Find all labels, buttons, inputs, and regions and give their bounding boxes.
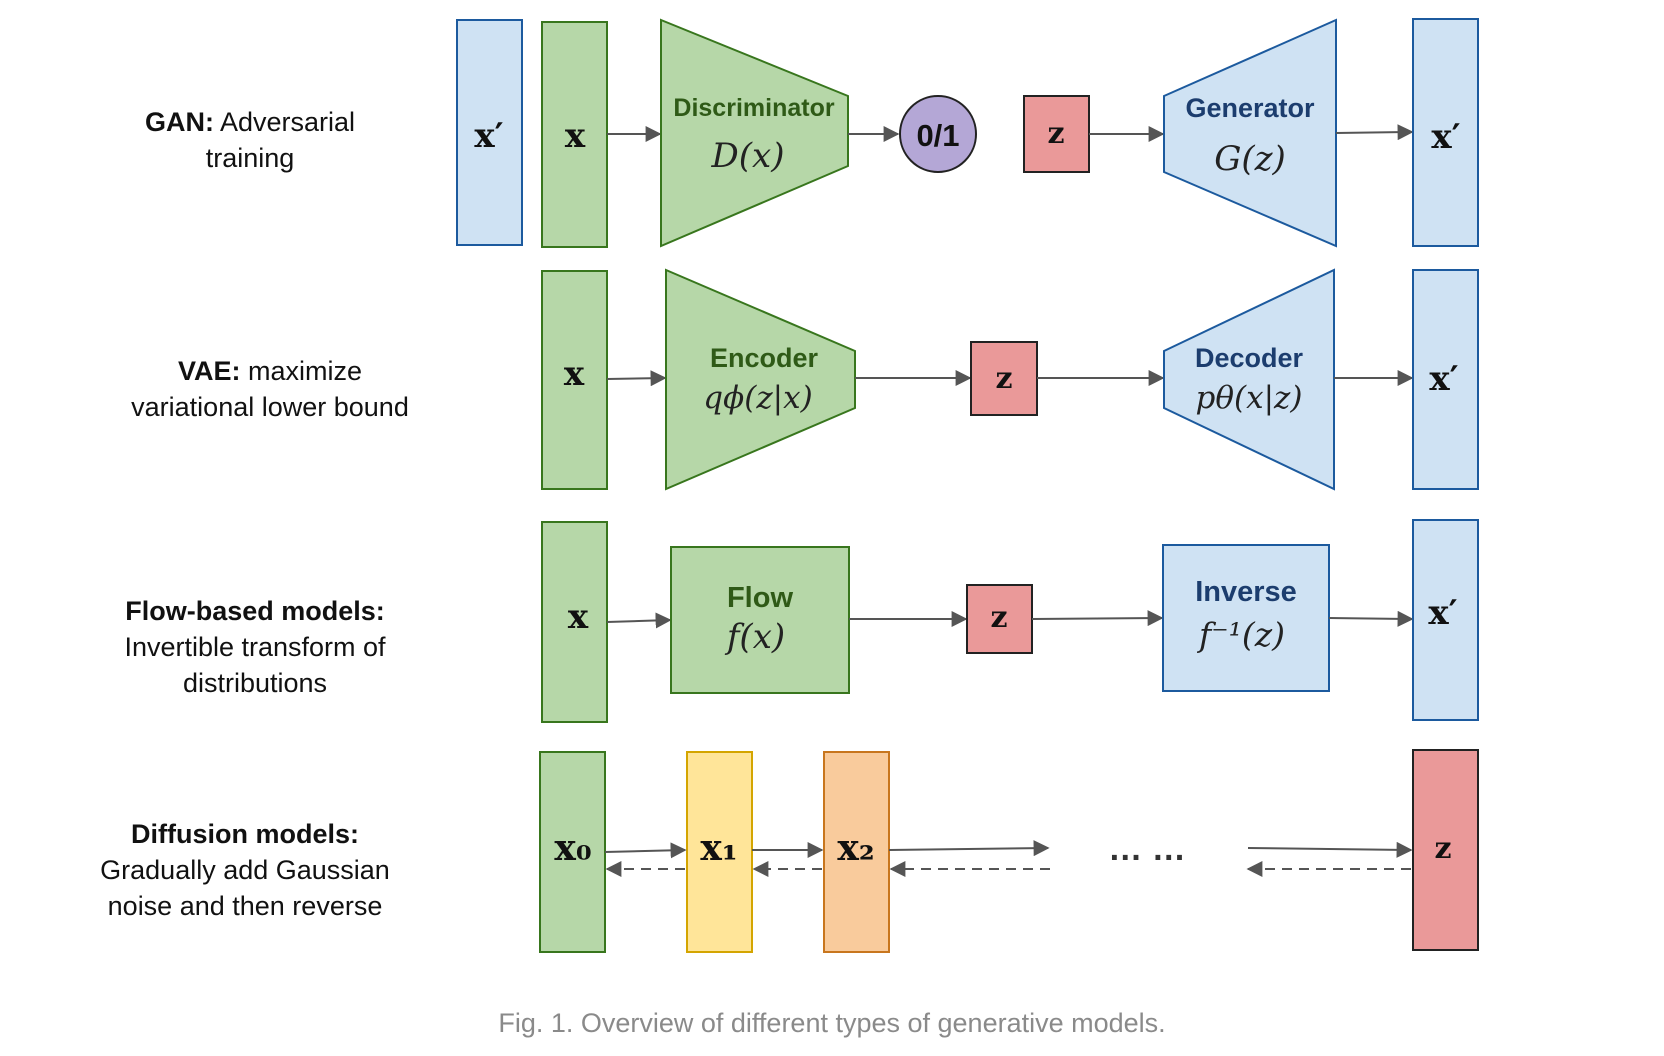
flow-label-bold: Flow-based models:	[125, 596, 385, 626]
vae-input-block	[541, 270, 608, 490]
vae-decoder-formula: pθ(x|z)	[1196, 380, 1303, 416]
vae-input-symbol: x	[564, 354, 585, 394]
vae-decoder-name: Decoder	[1195, 343, 1304, 373]
vae-encoder-name: Encoder	[710, 343, 819, 373]
flow-block	[670, 546, 850, 694]
flow-latent-symbol: z	[990, 600, 1007, 635]
vae-decoder-block	[1163, 268, 1335, 491]
vae-row-label: VAE: maximize variational lower bound	[90, 353, 450, 425]
gan-latent-symbol: z	[1047, 116, 1064, 151]
gan-generator-name: Generator	[1185, 93, 1315, 123]
diffusion-x2-symbol: x₂	[837, 827, 874, 869]
flow-input-block	[541, 521, 608, 723]
flow-block-name: Flow	[727, 582, 793, 614]
vae-encoder-block	[665, 268, 856, 491]
diffusion-label-line-2: noise and then reverse	[107, 891, 383, 921]
flow-result-symbol: x′	[1428, 593, 1457, 633]
diffusion-forward-arrow-2-n	[888, 840, 1050, 857]
vae-result-symbol: x′	[1429, 359, 1458, 399]
gan-latent-block	[1023, 95, 1090, 173]
diffusion-forward-arrow-0-1	[604, 842, 687, 859]
gan-output-circle	[899, 95, 977, 173]
vae-label-line-1: maximize	[248, 356, 363, 386]
gan-discriminator-name: Discriminator	[673, 94, 834, 122]
gan-label-line-1: Adversarial	[219, 107, 356, 137]
diffusion-x0-symbol: x₀	[554, 827, 591, 869]
inverse-block	[1162, 544, 1330, 692]
flow-result-block	[1412, 519, 1479, 721]
vae-row: x Encoder qϕ(z|x) z Decoder pθ(x|z) x′	[541, 268, 1479, 491]
gan-fake-input-symbol: x′	[474, 116, 503, 156]
diffusion-label-line-1: Gradually add Gaussian	[100, 855, 390, 885]
vae-latent-symbol: z	[995, 361, 1012, 396]
gan-row-label: GAN: Adversarial training	[80, 104, 420, 176]
vae-label-bold: VAE:	[177, 356, 241, 386]
vae-encoder-formula: qϕ(z|x)	[703, 380, 812, 416]
gan-output-label: 0/1	[916, 118, 959, 153]
gan-real-input-block	[541, 21, 608, 248]
gan-result-block	[1412, 18, 1479, 247]
vae-arrow-x-to-encoder	[606, 370, 667, 387]
diffusion-row: x₀ x₁ x₂ … … z	[539, 749, 1479, 953]
gan-discriminator-formula: D(x)	[711, 136, 785, 176]
gan-label-line-2: training	[205, 143, 295, 173]
flow-input-symbol: x	[568, 597, 589, 637]
flow-arrow-inverse-to-output	[1328, 610, 1414, 627]
flow-label-line-1: Invertible transform of	[124, 632, 386, 662]
gan-label-bold: GAN:	[144, 107, 214, 137]
figure-caption: Fig. 1. Overview of different types of g…	[498, 1008, 1166, 1038]
diffusion-row-label: Diffusion models: Gradually add Gaussian…	[60, 816, 430, 924]
gan-arrow-generator-to-output	[1335, 124, 1414, 141]
diffusion-x1-block	[686, 751, 753, 953]
gan-generator-block	[1163, 18, 1337, 248]
gan-fake-input-block	[456, 19, 523, 246]
diffusion-ellipsis: … …	[1108, 830, 1185, 868]
vae-label-line-2: variational lower bound	[131, 392, 409, 422]
gan-discriminator-block	[660, 18, 849, 248]
inverse-block-name: Inverse	[1195, 576, 1297, 608]
vae-result-block	[1412, 269, 1479, 490]
diffusion-x1-symbol: x₁	[700, 827, 737, 869]
diffusion-z-block	[1412, 749, 1479, 951]
diffusion-x0-block	[539, 751, 606, 953]
gan-row: x′ x Discriminator D(x) 0/1 z Generator …	[456, 18, 1479, 248]
flow-arrow-x-to-flow	[606, 612, 672, 629]
flow-block-formula: f(x)	[724, 617, 785, 657]
diffusion-forward-arrow-n-z	[1247, 841, 1413, 858]
gan-generator-formula: G(z)	[1214, 139, 1286, 179]
gan-result-symbol: x′	[1431, 117, 1460, 157]
diffusion-z-symbol: z	[1434, 831, 1451, 866]
flow-arrow-z-to-inverse	[1031, 610, 1164, 627]
flow-label-line-2: distributions	[182, 668, 328, 698]
flow-row-label: Flow-based models: Invertible transform …	[70, 593, 440, 701]
diffusion-label-bold: Diffusion models:	[131, 819, 359, 849]
diffusion-x2-block	[823, 751, 890, 953]
gan-real-input-symbol: x	[565, 116, 586, 156]
flow-row: x Flow f(x) z Inverse f⁻¹(z) x′	[541, 519, 1479, 723]
inverse-block-formula: f⁻¹(z)	[1196, 615, 1285, 654]
flow-latent-block	[966, 584, 1033, 654]
